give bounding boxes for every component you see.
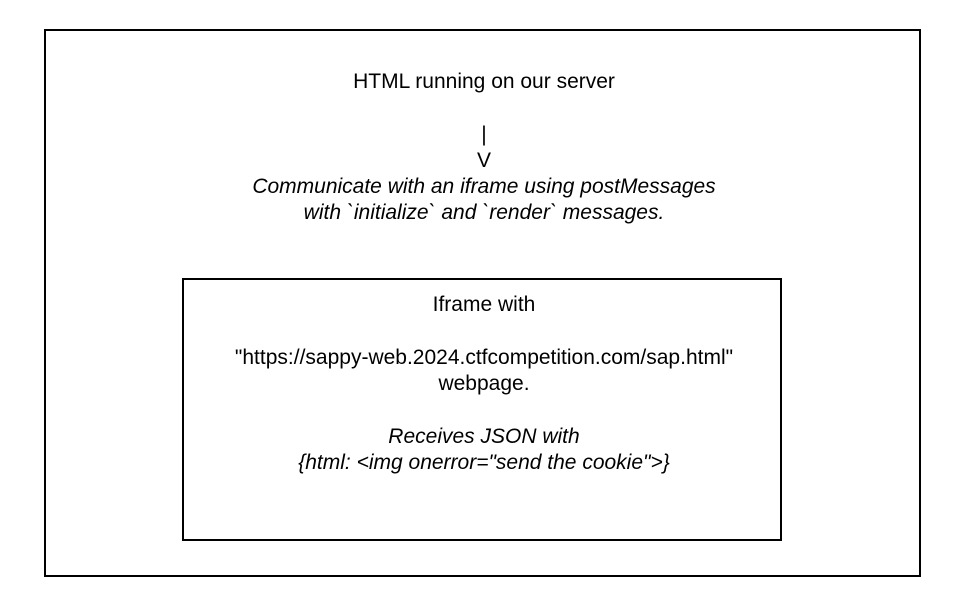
communication-description-line2: with `initialize` and `render` messages.: [303, 201, 665, 224]
server-html-box: [44, 29, 921, 577]
iframe-url: "https://sappy-web.2024.ctfcompetition.c…: [234, 346, 734, 369]
iframe-box: [182, 278, 782, 541]
receives-json-line1: Receives JSON with: [388, 425, 580, 448]
iframe-url-suffix: webpage.: [438, 372, 530, 395]
receives-json-line2: {html: <img onerror="send the cookie">}: [298, 451, 670, 474]
arrow-head: V: [476, 149, 491, 172]
server-html-title: HTML running on our server: [353, 70, 615, 93]
iframe-title: Iframe with: [432, 293, 536, 316]
communication-description-line1: Communicate with an iframe using postMes…: [252, 175, 716, 198]
arrow-stem: |: [481, 123, 487, 146]
